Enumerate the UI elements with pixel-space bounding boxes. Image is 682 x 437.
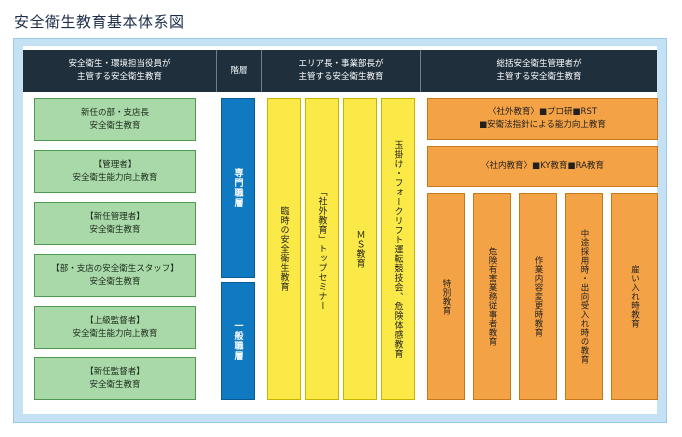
- education-box-new-supervisor: 【新任監督者】安全衛生教育: [34, 357, 196, 400]
- header-divider: [216, 50, 217, 92]
- header-col-executive: 安全衛生・環境担当役員が主管する安全衛生教育: [23, 50, 216, 92]
- page-title: 安全衛生教育基本体系図: [14, 13, 185, 31]
- education-box-new-hire: 雇い入れ時教育: [611, 193, 658, 400]
- header-col-area: エリア長・事業部長が主管する安全衛生教育: [262, 50, 420, 92]
- education-box-safety-staff: 【部・支店の安全衛生スタッフ】安全衛生教育: [34, 254, 196, 297]
- education-box-manager: 【管理者】安全衛生能力向上教育: [34, 150, 196, 193]
- header-divider: [261, 50, 262, 92]
- level-general: 一般職層: [221, 282, 255, 400]
- education-box-competition: 玉掛け・フォークリフト運転競技会、危険体感教育: [381, 98, 415, 400]
- header-col-general-manager: 総括安全衛生管理者が主管する安全衛生教育: [421, 50, 657, 92]
- education-box-hazardous-work: 危険有害業務従事者教育: [473, 193, 511, 400]
- education-box-senior-supervisor: 【上級監督者】安全衛生能力向上教育: [34, 306, 196, 349]
- education-box-temporary: 臨時の安全衛生教育: [267, 98, 301, 400]
- education-box-mid-career: 中途採用時・出向受入れ時の教育: [565, 193, 603, 400]
- education-box-special: 特別教育: [427, 193, 465, 400]
- level-professional: 専門職層: [221, 98, 255, 278]
- header-divider: [420, 50, 421, 92]
- education-box-top-seminar: 「社外教育」トップセミナー: [305, 98, 339, 400]
- education-box-work-change: 作業内容変更時教育: [519, 193, 557, 400]
- education-box-external: 〈社外教育〉■プロ研■RST■安衛法指針による能力向上教育: [427, 98, 658, 140]
- education-box-internal: 〈社内教育〉■KY教育■RA教育: [427, 146, 658, 187]
- education-box-new-manager: 【新任管理者】安全衛生教育: [34, 202, 196, 245]
- education-box-ms: ＭＳ教育: [343, 98, 377, 400]
- education-box-new-branch-manager: 新任の部・支店長安全衛生教育: [34, 98, 196, 141]
- header-col-level: 階層: [217, 50, 261, 92]
